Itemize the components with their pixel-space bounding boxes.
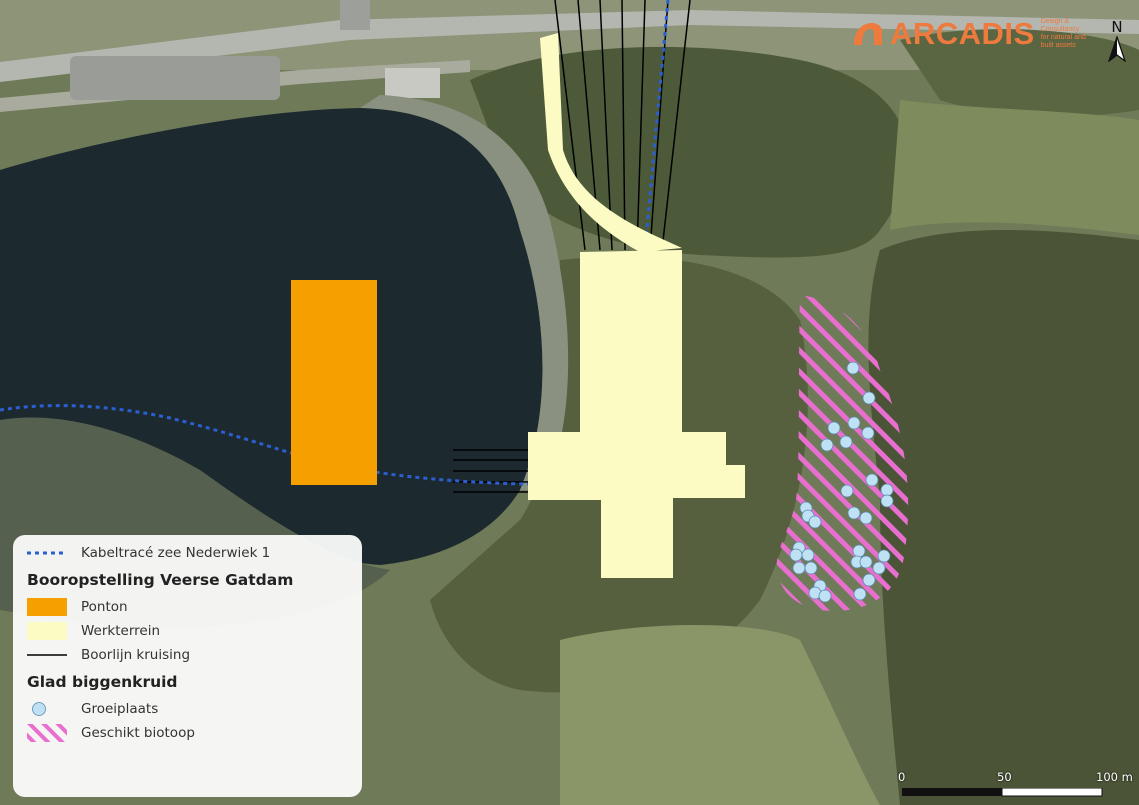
legend-label-biotoop: Geschikt biotoop: [81, 725, 195, 741]
legend-label-boorlijn: Boorlijn kruising: [81, 647, 191, 663]
legend-item-groeiplaats: Groeiplaats: [27, 697, 348, 721]
biotoop-area[interactable]: [776, 295, 909, 611]
scale-label: 100 m: [1096, 770, 1133, 784]
scale-label: 0: [898, 770, 906, 784]
north-arrow: N: [1107, 18, 1127, 66]
highway-road: [0, 10, 1139, 82]
groeiplaats-points: [789, 361, 894, 603]
arcadis-logo: ARCADIS Design & Consultancy for natural…: [852, 16, 1089, 52]
grassland: [890, 100, 1139, 235]
legend-section-title: Glad biggenkruid: [27, 673, 178, 691]
biotoop-swatch: [27, 724, 67, 742]
map-legend: Kabeltracé zee Nederwiek 1 Booropstellin…: [13, 535, 362, 797]
cable-route-line: [643, 0, 670, 251]
legend-item-biotoop: Geschikt biotoop: [27, 721, 348, 745]
cable-route-swatch: [27, 550, 67, 556]
cable-route-line: [0, 404, 529, 486]
legend-item-boorlijn: Boorlijn kruising: [27, 643, 348, 667]
werkterrein-path[interactable]: [540, 33, 682, 252]
legend-item-ponton: Ponton: [27, 595, 348, 619]
legend-item-cable-route: Kabeltracé zee Nederwiek 1: [27, 541, 348, 565]
legend-label-ponton: Ponton: [81, 599, 128, 615]
forest-area: [900, 29, 1139, 117]
groeiplaats-swatch: [27, 700, 67, 718]
building: [385, 68, 440, 98]
legend-label-cable-route: Kabeltracé zee Nederwiek 1: [81, 545, 271, 561]
scale-label: 50: [997, 770, 1012, 784]
legend-item-werkterrein: Werkterrein: [27, 619, 348, 643]
brand-tagline: Design & Consultancy for natural and bui…: [1040, 18, 1086, 49]
forest-area: [868, 230, 1139, 805]
scale-bar: 0 50 100 m: [898, 770, 1134, 800]
boorlijn-swatch: [27, 653, 67, 657]
north-arrow-icon: [1107, 34, 1127, 63]
werkterrein-swatch: [27, 622, 67, 640]
north-label: N: [1111, 18, 1123, 36]
legend-section-title: Booropstelling Veerse Gatdam: [27, 571, 294, 589]
ponton-swatch: [27, 598, 67, 616]
scale-bar-graphic: [902, 788, 1103, 797]
building: [340, 0, 370, 30]
grassland: [560, 625, 880, 805]
shoreline: [360, 95, 569, 490]
arcadis-mark-icon: [854, 23, 882, 45]
werkterrein-area[interactable]: [528, 250, 745, 578]
parking-lot: [70, 56, 280, 100]
legend-label-groeiplaats: Groeiplaats: [81, 701, 159, 717]
brand-name: ARCADIS: [890, 16, 1035, 51]
legend-label-werkterrein: Werkterrein: [81, 623, 161, 639]
ponton-area[interactable]: [291, 280, 377, 485]
